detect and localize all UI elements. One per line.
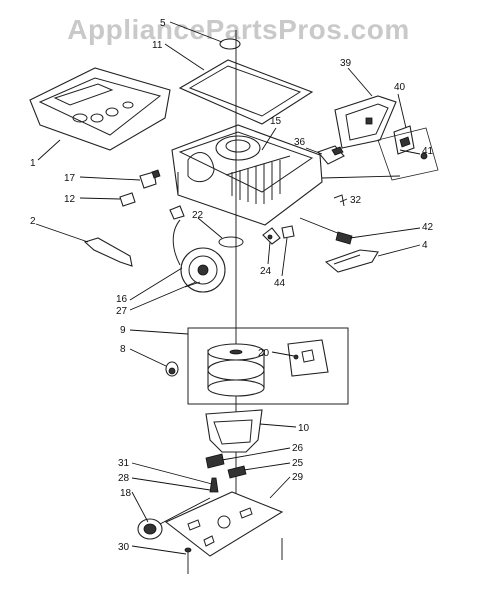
callout-32: 32 bbox=[350, 195, 362, 206]
part-cap bbox=[219, 38, 241, 50]
callout-42: 42 bbox=[422, 222, 434, 233]
callout-17: 17 bbox=[64, 173, 76, 184]
part-31 bbox=[209, 477, 219, 493]
callout-31: 31 bbox=[118, 458, 130, 469]
callout-4: 4 bbox=[422, 240, 428, 251]
callout-labels: 5 11 39 40 1 15 36 41 17 12 32 2 22 42 4… bbox=[30, 18, 434, 553]
callout-26: 26 bbox=[292, 443, 304, 454]
part-bracket bbox=[393, 125, 415, 155]
part-switch bbox=[317, 145, 345, 165]
part-fan-24 bbox=[262, 227, 281, 245]
callout-25: 25 bbox=[292, 458, 304, 469]
callout-29: 29 bbox=[292, 472, 304, 483]
callout-11: 11 bbox=[152, 40, 163, 51]
callout-28: 28 bbox=[118, 473, 130, 484]
callout-2: 2 bbox=[30, 216, 36, 227]
part-12 bbox=[119, 192, 136, 207]
callout-20: 20 bbox=[258, 348, 270, 359]
part-top-cover bbox=[29, 67, 171, 151]
callout-18: 18 bbox=[120, 488, 132, 499]
callout-39: 39 bbox=[340, 58, 352, 69]
part-ring-22 bbox=[218, 236, 244, 248]
part-screw-30 bbox=[184, 547, 192, 574]
part-filter-frame bbox=[178, 59, 314, 125]
part-handle-4 bbox=[324, 249, 379, 273]
callout-40: 40 bbox=[394, 82, 406, 93]
callout-10: 10 bbox=[298, 423, 310, 434]
part-32 bbox=[333, 194, 345, 207]
leader-lines bbox=[35, 21, 421, 555]
part-motor-16 bbox=[169, 205, 226, 293]
callout-5: 5 bbox=[160, 18, 166, 29]
callout-30: 30 bbox=[118, 542, 130, 553]
callout-22: 22 bbox=[192, 210, 204, 221]
part-wheel-18 bbox=[137, 497, 211, 540]
part-25 bbox=[227, 465, 247, 479]
part-bracket-2 bbox=[83, 237, 133, 267]
callout-16: 16 bbox=[116, 294, 128, 305]
part-bag-holder bbox=[334, 95, 397, 149]
callout-44: 44 bbox=[274, 278, 286, 289]
callout-24: 24 bbox=[260, 266, 272, 277]
part-clip-17 bbox=[139, 169, 161, 189]
callout-27: 27 bbox=[116, 306, 128, 317]
part-8 bbox=[165, 361, 179, 377]
watermark-logo: AppliancePartsPros.com bbox=[67, 14, 410, 45]
callout-1: 1 bbox=[30, 158, 36, 169]
callout-12: 12 bbox=[64, 194, 76, 205]
part-bracket-10 bbox=[205, 409, 263, 453]
callout-8: 8 bbox=[120, 344, 126, 355]
part-motor-box-9 bbox=[187, 327, 349, 405]
part-plate-29 bbox=[164, 491, 284, 557]
part-42 bbox=[299, 217, 353, 245]
callout-41: 41 bbox=[422, 146, 434, 157]
callout-36: 36 bbox=[294, 137, 306, 148]
callout-15: 15 bbox=[270, 116, 282, 127]
part-main-housing bbox=[171, 124, 323, 226]
part-26 bbox=[205, 453, 225, 469]
callout-9: 9 bbox=[120, 325, 126, 336]
part-group-41 bbox=[377, 127, 439, 181]
part-44 bbox=[281, 225, 295, 239]
wire-lead bbox=[321, 175, 401, 179]
